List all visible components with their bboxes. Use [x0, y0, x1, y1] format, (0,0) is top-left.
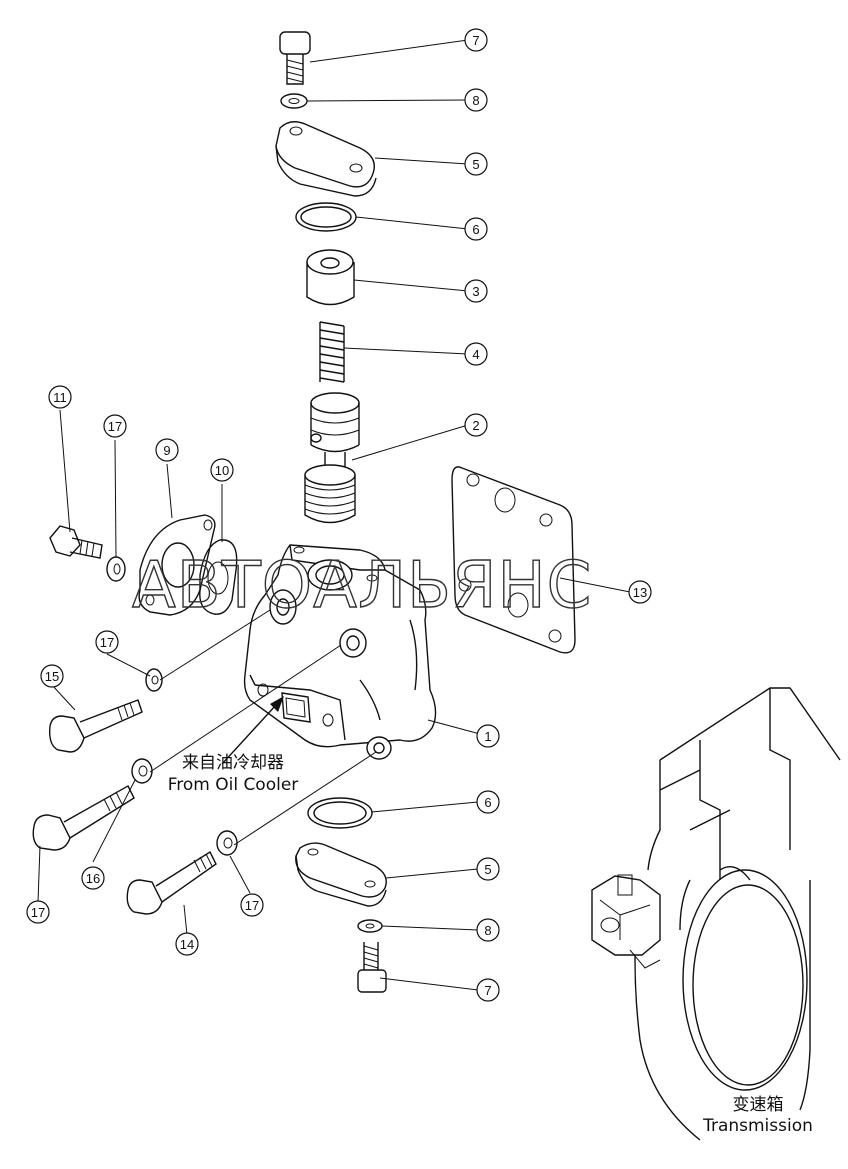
callout-number: 17	[245, 898, 259, 913]
callout-number: 9	[163, 443, 170, 458]
callout-number: 5	[472, 157, 479, 172]
plug-3	[306, 249, 355, 306]
callout-number: 6	[484, 795, 491, 810]
from-oil-cooler-cn: 来自油冷却器	[182, 753, 284, 773]
cover-top	[275, 121, 377, 197]
callout-number: 1	[484, 729, 491, 744]
o-ring-bottom	[307, 797, 373, 829]
transmission-cn: 变速箱	[733, 1095, 784, 1115]
washer-17-left-top	[106, 556, 126, 582]
callout-16: 16	[81, 866, 105, 890]
callout-number: 3	[472, 284, 479, 299]
callout-7: 7	[476, 978, 500, 1002]
callout-6: 6	[464, 217, 488, 241]
callout-number: 17	[31, 905, 45, 920]
leader-lines	[37, 39, 631, 991]
callout-5: 5	[464, 152, 488, 176]
bolt-bottom	[357, 942, 387, 993]
watermark: АВТОАЛЬЯНС	[132, 549, 592, 623]
callout-17: 17	[26, 900, 50, 924]
callout-number: 7	[472, 33, 479, 48]
transmission-inset	[591, 687, 841, 1141]
callout-11: 11	[48, 385, 72, 409]
callout-number: 6	[472, 222, 479, 237]
bolt-15	[48, 699, 143, 753]
callout-number: 4	[472, 347, 479, 362]
callout-14: 14	[175, 932, 199, 956]
callout-number: 17	[108, 419, 122, 434]
callout-number: 16	[86, 871, 100, 886]
callout-6: 6	[476, 790, 500, 814]
oil-cooler-arrow	[221, 696, 284, 765]
callout-17: 17	[103, 414, 127, 438]
spool-2	[304, 392, 360, 524]
o-ring-top	[295, 202, 357, 232]
callout-2: 2	[464, 413, 488, 437]
callout-number: 8	[484, 923, 491, 938]
gasket-10	[199, 539, 238, 615]
washer-top	[280, 93, 308, 109]
callout-number: 17	[100, 635, 114, 650]
callout-5: 5	[476, 857, 500, 881]
callout-number: 5	[484, 862, 491, 877]
callout-number: 11	[53, 390, 67, 405]
callout-13: 13	[628, 580, 652, 604]
callout-7: 7	[464, 28, 488, 52]
spring-4	[319, 321, 345, 383]
callout-1: 1	[476, 724, 500, 748]
cover-bottom	[295, 842, 387, 907]
washer-17-low	[131, 758, 153, 784]
callout-number: 2	[472, 418, 479, 433]
callout-3: 3	[464, 279, 488, 303]
from-oil-cooler-en: From Oil Cooler	[168, 775, 299, 795]
bolt-11	[49, 525, 103, 559]
callout-number: 15	[45, 669, 59, 684]
gasket-13	[451, 466, 576, 654]
callout-number: 13	[633, 585, 647, 600]
callout-8: 8	[476, 918, 500, 942]
callout-number: 7	[484, 983, 491, 998]
washer-17-bottom	[216, 830, 238, 856]
callout-number: 14	[180, 937, 194, 952]
washer-bottom	[357, 919, 383, 933]
callout-9: 9	[155, 438, 179, 462]
callout-17: 17	[95, 630, 119, 654]
bolt-16	[32, 785, 135, 851]
callout-number: 10	[215, 463, 229, 478]
callout-15: 15	[40, 664, 64, 688]
callout-4: 4	[464, 342, 488, 366]
bolt-14	[126, 850, 217, 915]
bolt-top	[279, 31, 311, 85]
callout-number: 8	[472, 93, 479, 108]
transmission-en: Transmission	[702, 1116, 813, 1136]
washer-17-mid	[145, 668, 163, 692]
callout-8: 8	[464, 88, 488, 112]
callout-10: 10	[210, 458, 234, 482]
callout-balloons: 7 8 5 6 3 4 2 11 17 9 10 13 17 15 1 16 17 17 14 6 5 8 7	[26, 28, 652, 1002]
flange-9	[138, 514, 216, 616]
callout-17: 17	[240, 893, 264, 917]
